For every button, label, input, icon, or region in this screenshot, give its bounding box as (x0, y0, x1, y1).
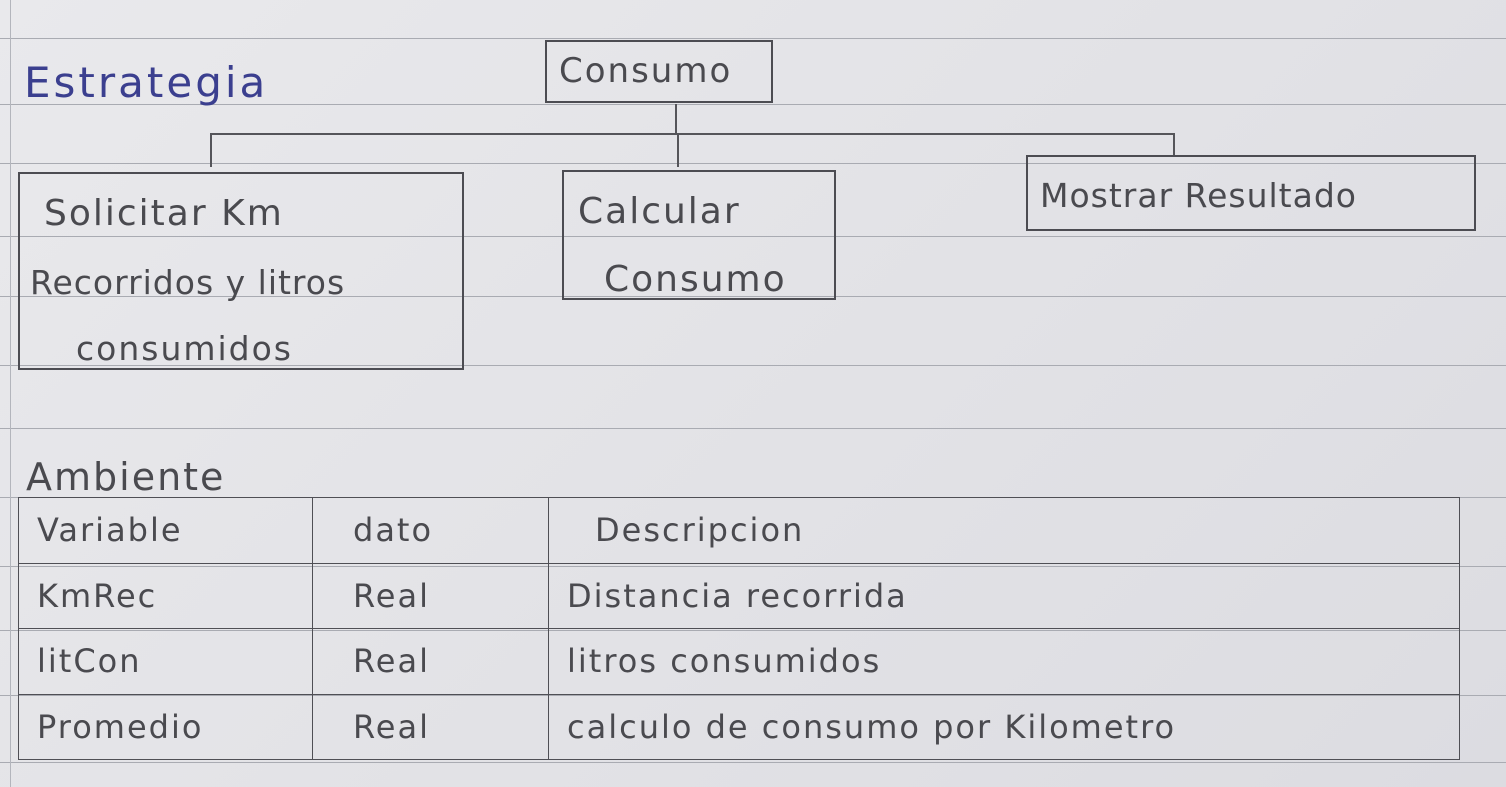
node-solicitar: Solicitar Km Recorridos y litros consumi… (18, 172, 464, 370)
root-node-label: Consumo (559, 51, 733, 91)
cell-descripcion: litros consumidos (548, 628, 1460, 695)
node-solicitar-line-1: Solicitar Km (44, 193, 284, 234)
cell-dato: Real (312, 628, 549, 695)
cell-descripcion: calculo de consumo por Kilometro (548, 693, 1460, 760)
table-row: Promedio Real calculo de consumo por Kil… (18, 693, 1460, 760)
node-mostrar: Mostrar Resultado (1026, 155, 1476, 231)
node-solicitar-line-2: Recorridos y litros (30, 263, 346, 302)
cell-variable: KmRec (18, 562, 313, 629)
root-node-consumo: Consumo (545, 40, 773, 103)
cell-variable: litCon (18, 628, 313, 695)
node-calcular: Calcular Consumo (562, 170, 836, 300)
ambiente-heading: Ambiente (26, 455, 226, 499)
ambiente-table: Variable dato Descripcion KmRec Real Dis… (18, 497, 1460, 760)
cell-descripcion: Distancia recorrida (548, 562, 1460, 629)
table-header-row: Variable dato Descripcion (18, 497, 1460, 564)
cell-dato: Real (312, 562, 549, 629)
node-solicitar-line-3: consumidos (76, 329, 294, 368)
node-calcular-line-2: Consumo (604, 259, 787, 300)
estrategia-heading: Estrategia (24, 58, 269, 107)
cell-dato: Real (312, 693, 549, 760)
column-header-dato: dato (312, 497, 549, 564)
column-header-variable: Variable (18, 497, 313, 564)
table-row: KmRec Real Distancia recorrida (18, 562, 1460, 629)
node-calcular-line-1: Calcular (578, 191, 741, 232)
table-row: litCon Real litros consumidos (18, 628, 1460, 695)
node-mostrar-label: Mostrar Resultado (1040, 176, 1357, 215)
column-header-descripcion: Descripcion (548, 497, 1460, 564)
cell-variable: Promedio (18, 693, 313, 760)
